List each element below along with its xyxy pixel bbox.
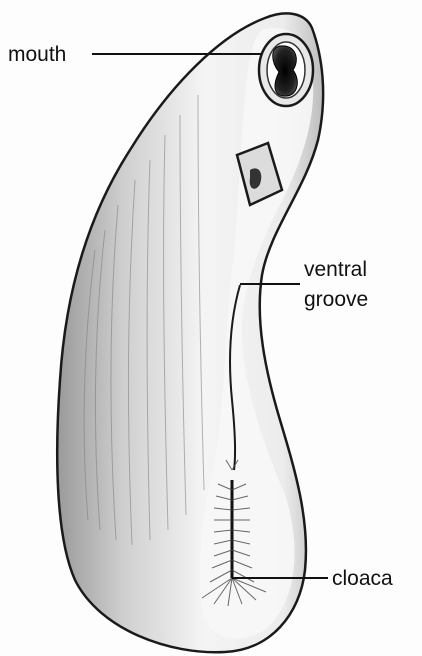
ventral-groove-label: ventral groove [304, 255, 368, 315]
ventral-groove-label-line1: ventral [304, 255, 368, 285]
cloaca-label: cloaca [332, 566, 393, 591]
ventral-groove-label-line2: groove [304, 285, 368, 315]
mouth-label: mouth [8, 42, 66, 67]
mouth-structure [259, 34, 313, 106]
